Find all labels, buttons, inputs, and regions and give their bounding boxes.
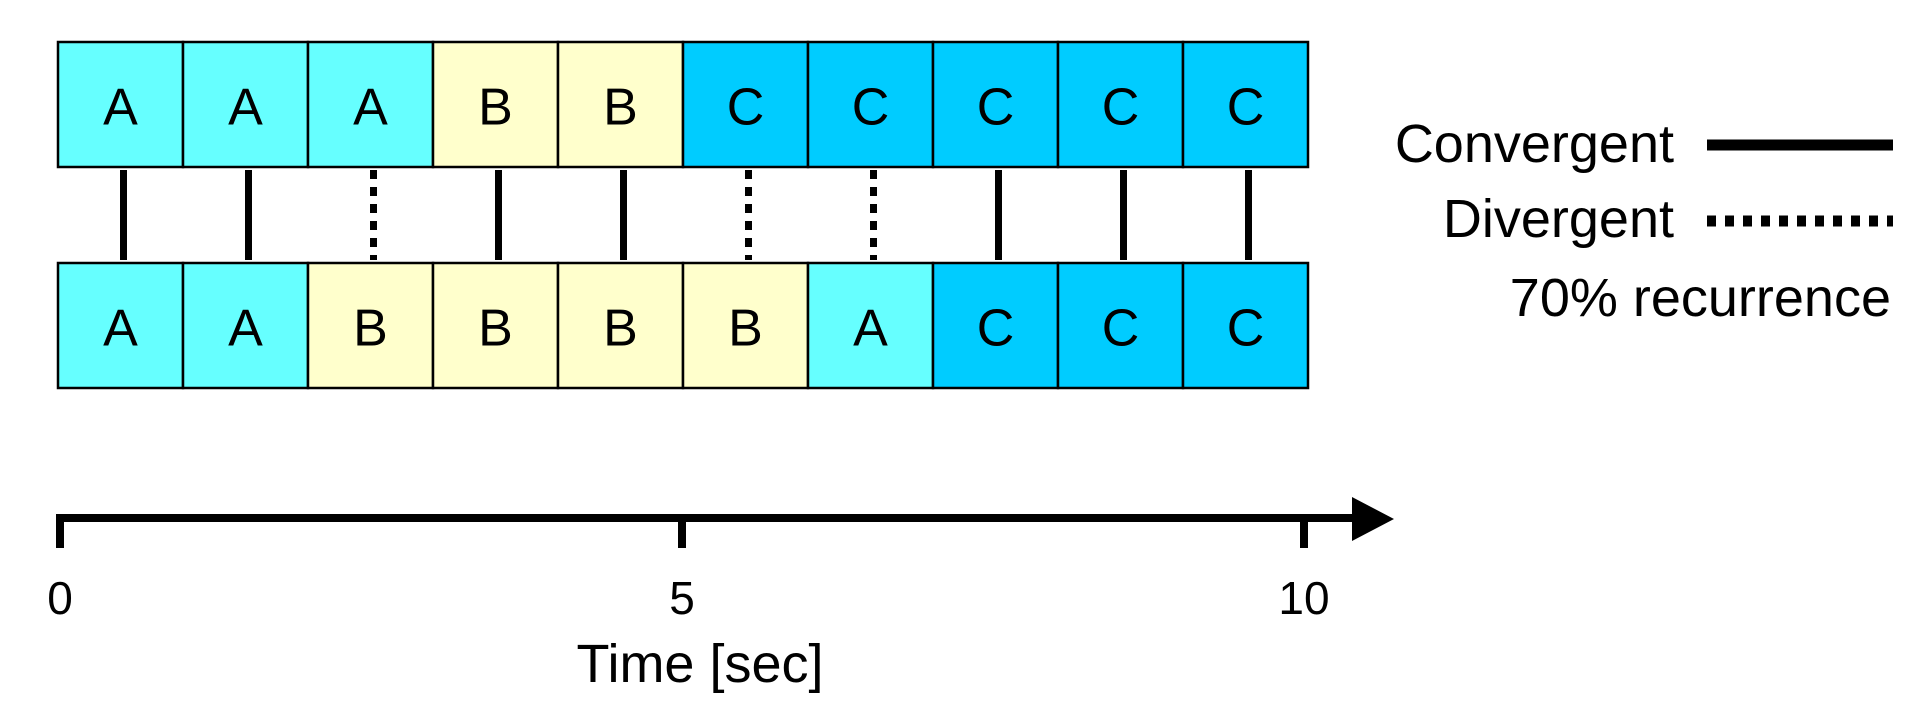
bottom-sequence-cell: B <box>556 261 685 390</box>
top-sequence-cell: B <box>556 40 685 169</box>
top-sequence-cell: C <box>1056 40 1185 169</box>
bottom-sequence-cell-box <box>431 261 560 390</box>
top-sequence-cell: A <box>306 40 435 169</box>
top-sequence-cell-label: A <box>103 79 138 137</box>
bottom-sequence-cell: B <box>431 261 560 390</box>
top-sequence-cell-box <box>806 40 935 169</box>
bottom-sequence-cell: C <box>1181 261 1310 390</box>
top-sequence-cell: C <box>806 40 935 169</box>
bottom-sequence-cell: A <box>56 261 185 390</box>
top-sequence-cell-label: A <box>353 79 388 137</box>
top-sequence-cell-label: C <box>1102 79 1140 137</box>
axis-title: Time [sec] <box>576 634 823 694</box>
bottom-sequence-cell-box <box>1181 261 1310 390</box>
top-sequence-cell-box <box>56 40 185 169</box>
top-sequence-cell-label: B <box>478 79 513 137</box>
bottom-sequence-cell: B <box>306 261 435 390</box>
bottom-sequence-cell-label: A <box>103 300 138 358</box>
connection-lines <box>120 170 1252 260</box>
top-sequence-cell-label: C <box>1227 79 1265 137</box>
bottom-sequence-cell-label: B <box>478 300 513 358</box>
top-sequence-cell-label: A <box>228 79 263 137</box>
top-sequence-cell-box <box>306 40 435 169</box>
bottom-sequence-cell-label: A <box>853 300 888 358</box>
bottom-sequence-cell-box <box>1056 261 1185 390</box>
legend-recurrence-label: 70% recurrence <box>1510 268 1891 328</box>
top-sequence-cell-box <box>1056 40 1185 169</box>
top-sequence-cell-box <box>181 40 310 169</box>
axis-arrowhead <box>1352 497 1394 541</box>
bottom-sequence-cell-box <box>681 261 810 390</box>
top-sequence-cell-box <box>681 40 810 169</box>
top-sequence-cell-label: B <box>603 79 638 137</box>
top-sequence-cell-label: C <box>727 79 765 137</box>
bottom-sequence-cell: A <box>806 261 935 390</box>
top-sequence-cell: C <box>681 40 810 169</box>
top-sequence-cell-label: C <box>977 79 1015 137</box>
bottom-sequence-cell-label: C <box>1102 300 1140 358</box>
bottom-sequence-cell: A <box>181 261 310 390</box>
bottom-sequence-cell-label: B <box>353 300 388 358</box>
axis-tick-label: 10 <box>1278 572 1329 624</box>
bottom-sequence-cell: C <box>931 261 1060 390</box>
bottom-sequence-cell-label: C <box>1227 300 1265 358</box>
bottom-sequence-cell-label: C <box>977 300 1015 358</box>
top-sequence-cell-label: C <box>852 79 890 137</box>
top-sequence-cell-box <box>931 40 1060 169</box>
bottom-sequence-cell-box <box>806 261 935 390</box>
bottom-sequence-cell: B <box>681 261 810 390</box>
bottom-sequence-cell-label: B <box>728 300 763 358</box>
top-sequence-cell: C <box>931 40 1060 169</box>
top-sequence-cell: B <box>431 40 560 169</box>
top-sequence-cell-box <box>1181 40 1310 169</box>
bottom-sequence-cell-box <box>306 261 435 390</box>
axis-ticks: 0 5 10 <box>47 514 1330 624</box>
legend-divergent-label: Divergent <box>1443 189 1674 249</box>
bottom-sequence-cell: C <box>1056 261 1185 390</box>
legend-convergent-label: Convergent <box>1395 114 1674 174</box>
top-sequence-cell: A <box>56 40 185 169</box>
top-sequence-cell: A <box>181 40 310 169</box>
top-sequence-cell: C <box>1181 40 1310 169</box>
time-axis: 0 5 10 Time [sec] <box>47 497 1394 694</box>
bottom-sequence-cell-box <box>931 261 1060 390</box>
axis-tick-label: 0 <box>47 572 73 624</box>
bottom-sequence-cell-label: A <box>228 300 263 358</box>
top-sequence-cell-box <box>556 40 685 169</box>
bottom-sequence-cell-box <box>181 261 310 390</box>
bottom-sequence-cell-label: B <box>603 300 638 358</box>
legend: Convergent Divergent 70% recurrence <box>1395 114 1893 328</box>
axis-tick-label: 5 <box>669 572 695 624</box>
